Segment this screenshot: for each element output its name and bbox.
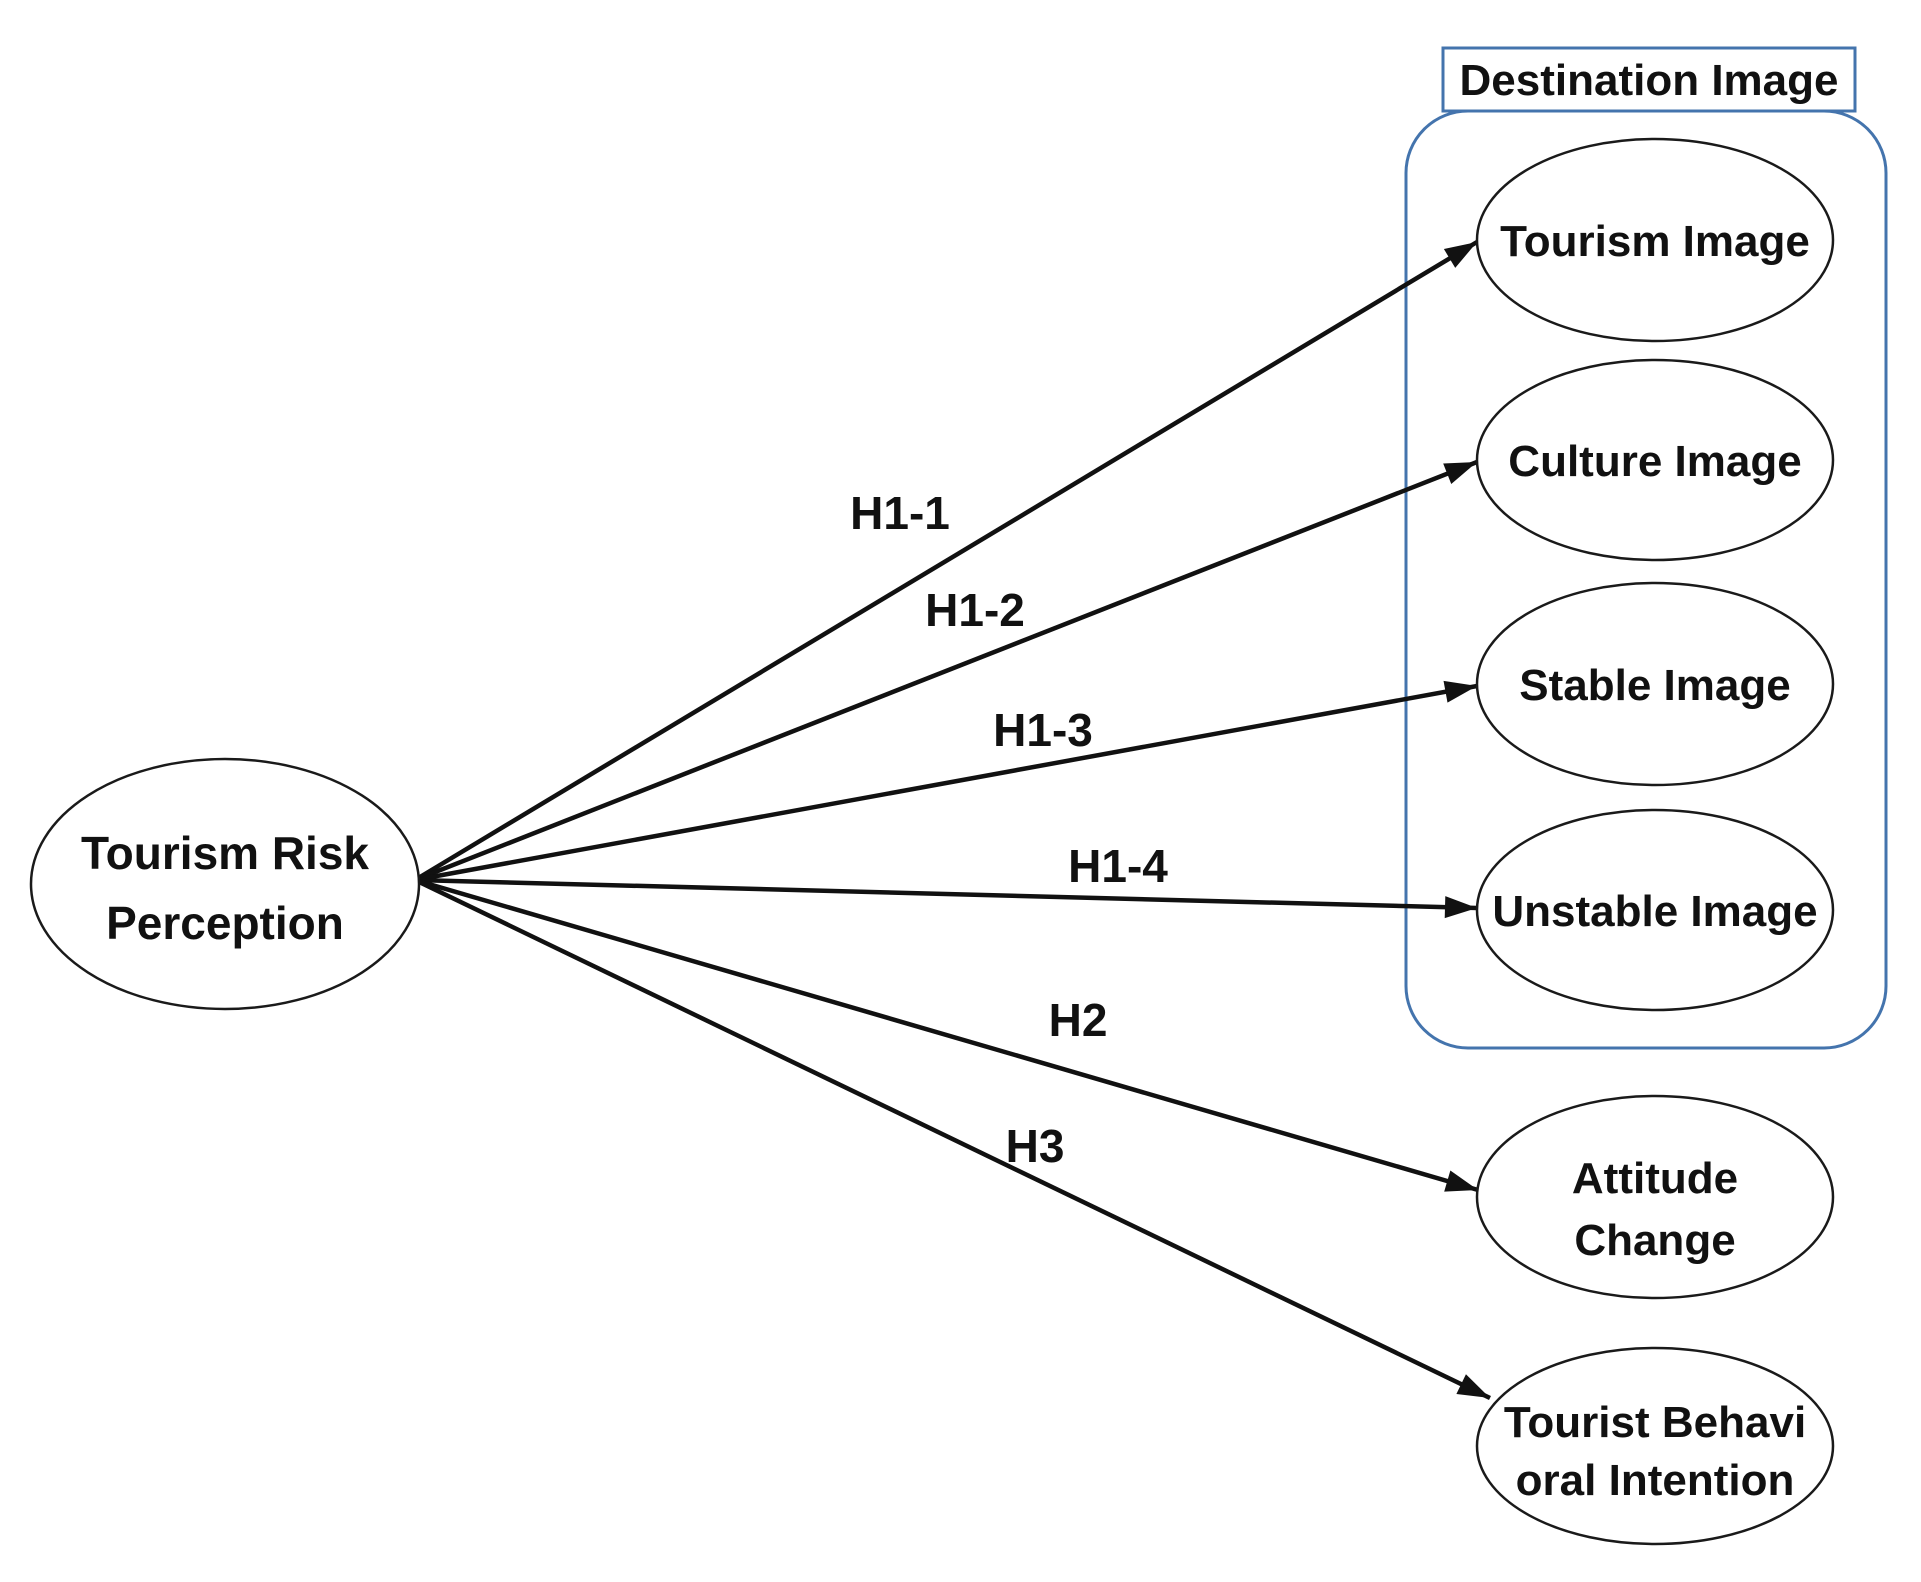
node-label-culture-image: Culture Image <box>1508 437 1801 486</box>
node-label-attitude-change-line2: Change <box>1574 1216 1735 1265</box>
node-label-tourist-behavioral-intention-line1: Tourist Behavi <box>1504 1398 1806 1447</box>
arrow-h1-2 <box>414 459 1478 883</box>
node-label-tourism-risk-perception-line2: Perception <box>106 897 344 949</box>
edge-label-h1-4: H1-4 <box>1068 840 1168 892</box>
node-tourism-risk-perception <box>29 757 421 1011</box>
node-tourist-behavioral-intention <box>1475 1346 1835 1546</box>
arrow-h1-4 <box>414 877 1478 919</box>
edge-label-h1-2: H1-2 <box>925 584 1025 636</box>
node-attitude-change <box>1475 1094 1835 1300</box>
destination-image-title: Destination Image <box>1460 56 1839 105</box>
edge-label-h1-1: H1-1 <box>850 487 950 539</box>
node-unstable-image <box>1475 808 1835 1012</box>
node-label-unstable-image: Unstable Image <box>1492 887 1817 936</box>
arrow-h1-1 <box>413 240 1479 882</box>
node-label-tourist-behavioral-intention-line2: oral Intention <box>1516 1456 1795 1505</box>
arrow-h3 <box>414 877 1491 1401</box>
edge-label-h1-3: H1-3 <box>993 704 1093 756</box>
node-label-tourism-risk-perception-line1: Tourism Risk <box>81 827 369 879</box>
node-culture-image <box>1475 358 1835 562</box>
node-label-stable-image: Stable Image <box>1519 661 1790 710</box>
edge-label-h2: H2 <box>1049 994 1108 1046</box>
arrow-h2 <box>414 877 1479 1193</box>
node-stable-image <box>1475 581 1835 787</box>
node-label-attitude-change-line1: Attitude <box>1572 1154 1738 1203</box>
node-tourism-image <box>1475 137 1835 343</box>
edge-label-h3: H3 <box>1006 1120 1065 1172</box>
arrow-h1-3 <box>414 680 1478 883</box>
node-label-tourism-image: Tourism Image <box>1500 217 1810 266</box>
destination-image-title-box <box>1441 46 1857 113</box>
